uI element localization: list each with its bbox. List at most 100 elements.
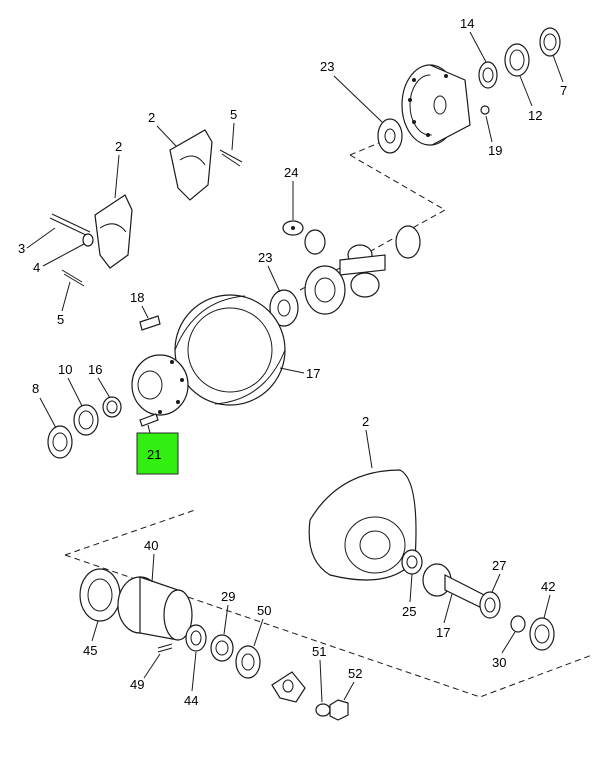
callout-25[interactable]: 25 (402, 573, 416, 619)
callout-label: 10 (58, 362, 72, 377)
cage-bolt-49 (157, 643, 173, 653)
callout-50[interactable]: 50 (253, 603, 271, 647)
thrust-washer-23-lower (269, 289, 299, 327)
callout-label: 23 (320, 59, 334, 74)
pinion-cage-40 (117, 576, 193, 641)
callout-45[interactable]: 45 (83, 620, 99, 658)
callout-51[interactable]: 51 (312, 644, 326, 703)
callout-label: 49 (130, 677, 144, 692)
bearing-cup-42 (529, 617, 555, 651)
callout-7[interactable]: 7 (552, 54, 567, 98)
callout-label: 2 (362, 414, 369, 429)
callout-5-top[interactable]: 5 (230, 107, 237, 151)
bearing-cap-upper (169, 129, 213, 201)
callout-label: 7 (560, 83, 567, 98)
callout-23-mid[interactable]: 23 (258, 250, 281, 293)
callout-label: 5 (230, 107, 237, 122)
callout-30[interactable]: 30 (492, 631, 516, 670)
callout-label: 50 (257, 603, 271, 618)
callout-label: 3 (18, 241, 25, 256)
callout-label: 2 (148, 110, 155, 125)
bearing-cone-29 (210, 634, 234, 662)
pinion-gears-and-spider (304, 225, 421, 298)
callout-label: 8 (32, 381, 39, 396)
callout-24[interactable]: 24 (284, 165, 298, 220)
callout-label: 30 (492, 655, 506, 670)
callout-2-top[interactable]: 2 (148, 110, 177, 147)
bearing-cone-14 (478, 61, 498, 89)
callout-label: 12 (528, 108, 542, 123)
bearing-cap-lower (94, 194, 133, 269)
callout-10[interactable]: 10 (58, 362, 83, 407)
callout-label: 24 (284, 165, 298, 180)
oil-seal-50 (235, 645, 261, 679)
callout-42[interactable]: 42 (541, 579, 555, 619)
callout-17-ring[interactable]: 17 (279, 366, 320, 381)
callout-4[interactable]: 4 (33, 243, 85, 275)
case-bolt-21 (139, 413, 159, 427)
callout-17-pinion[interactable]: 17 (436, 593, 453, 640)
shim-gasket-45 (79, 568, 121, 622)
adjuster-nut-7 (539, 27, 561, 57)
callout-8[interactable]: 8 (32, 381, 57, 429)
callout-label: 4 (33, 260, 40, 275)
bearing-cup-10 (73, 404, 99, 436)
callout-19[interactable]: 19 (485, 115, 502, 158)
callout-label: 2 (115, 139, 122, 154)
assembly-outline-lower (64, 509, 593, 698)
bearing-cup-44 (185, 624, 207, 652)
callout-label: 14 (460, 16, 474, 31)
bolt-19 (480, 105, 490, 115)
callout-label: 52 (348, 666, 362, 681)
callout-label: 17 (436, 625, 450, 640)
callout-16[interactable]: 16 (88, 362, 111, 399)
callout-52[interactable]: 52 (343, 666, 362, 701)
side-gear (304, 265, 346, 315)
thrust-washer-23-upper (377, 118, 403, 154)
side-gear-washer-24 (282, 220, 304, 236)
differential-case-half (401, 64, 471, 146)
callout-label: 42 (541, 579, 555, 594)
callout-label: 16 (88, 362, 102, 377)
ring-gear-17 (174, 294, 286, 406)
callout-label: 29 (221, 589, 235, 604)
callout-label: 17 (306, 366, 320, 381)
callout-27[interactable]: 27 (491, 558, 506, 593)
callout-14[interactable]: 14 (460, 16, 487, 63)
callout-40[interactable]: 40 (144, 538, 158, 583)
highlight-box (136, 432, 179, 475)
washer-51 (315, 703, 331, 717)
callout-18[interactable]: 18 (130, 290, 149, 319)
callout-49[interactable]: 49 (130, 653, 161, 692)
callout-3[interactable]: 3 (18, 227, 56, 256)
yoke-flange (271, 671, 306, 703)
callout-label: 45 (83, 643, 97, 658)
bearing-cup-25 (401, 549, 423, 575)
cap-washer-4 (82, 233, 94, 247)
ring-gear-bolt-18 (139, 315, 161, 331)
callout-23-upper[interactable]: 23 (320, 59, 383, 123)
highlighted-callout-21[interactable]: 21 (136, 424, 179, 475)
callout-5-mid[interactable]: 5 (57, 281, 71, 327)
callout-2-mid[interactable]: 2 (114, 139, 122, 199)
callout-label: 27 (492, 558, 506, 573)
callout-44[interactable]: 44 (184, 651, 198, 708)
callout-29[interactable]: 29 (221, 589, 235, 635)
highlight-label: 21 (147, 447, 161, 462)
callout-label: 25 (402, 604, 416, 619)
callout-label: 44 (184, 693, 198, 708)
drive-pinion-17 (422, 563, 491, 613)
callout-2-housing[interactable]: 2 (362, 414, 373, 469)
cotter-pin-lower (61, 269, 85, 287)
callout-label: 40 (144, 538, 158, 553)
cotter-pin-upper (219, 149, 243, 167)
callout-label: 5 (57, 312, 64, 327)
callout-12[interactable]: 12 (519, 75, 542, 123)
bearing-cup-12 (504, 43, 530, 77)
callout-label: 19 (488, 143, 502, 158)
spacer-30 (510, 615, 526, 633)
carrier-housing-2 (308, 469, 417, 581)
differential-case-flange (131, 354, 189, 416)
cap-bolt-3 (49, 213, 91, 237)
